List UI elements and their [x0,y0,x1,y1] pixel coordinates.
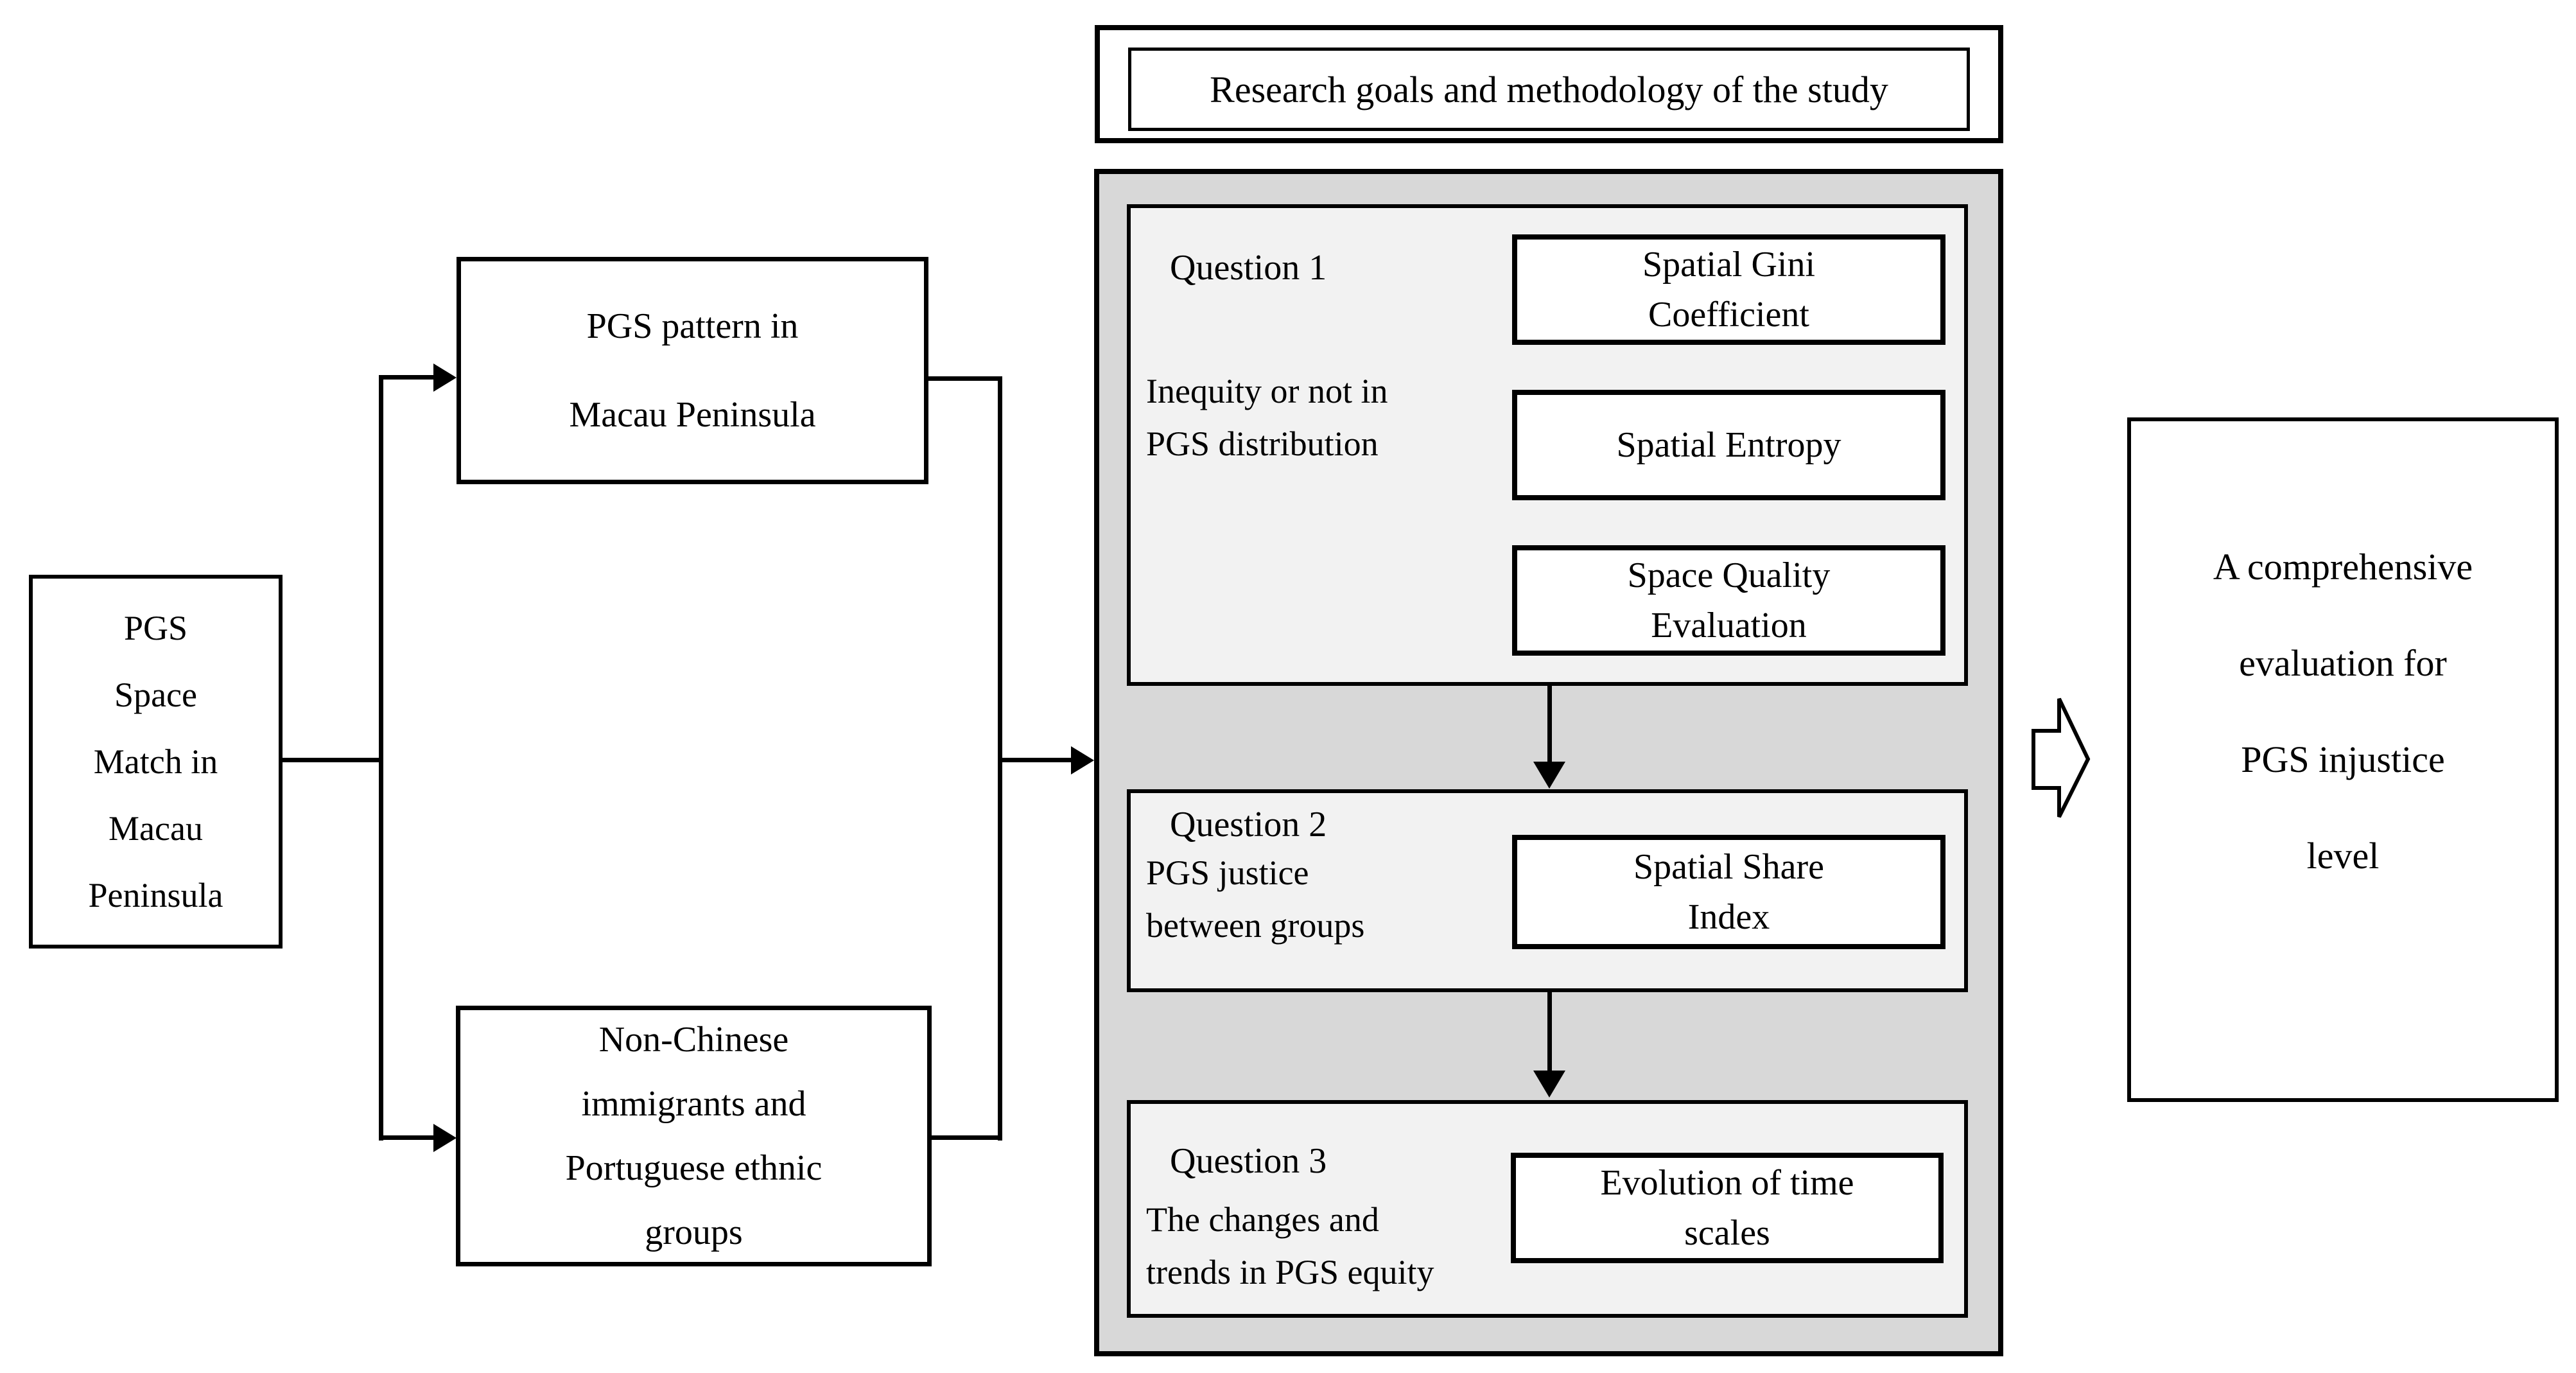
to-topbox-arrowhead-icon [433,363,457,392]
method-box-spatial-gini: Spatial Gini Coefficient [1512,234,1945,345]
non-chinese-immigrants-box: Non-Chinese immigrants and Portuguese et… [456,1006,932,1266]
question-3-description: The changes and trends in PGS equity [1146,1200,1434,1291]
question-3-label: Question 3 [1170,1141,1327,1181]
time-evolution-label: Evolution of time scales [1600,1163,1854,1253]
title-box: Research goals and methodology of the st… [1128,48,1970,131]
spatial-entropy-label: Spatial Entropy [1616,425,1841,465]
leftbox-out-line [283,758,383,762]
pgs-pattern-label: PGS pattern in Macau Peninsula [569,306,816,435]
q2-q3-connector-line [1547,992,1552,1073]
pgs-pattern-box: PGS pattern in Macau Peninsula [457,257,928,484]
non-chinese-immigrants-label: Non-Chinese immigrants and Portuguese et… [565,1020,822,1252]
q1-q2-down-arrowhead-icon [1533,762,1565,789]
to-botbox-line [379,1135,433,1140]
pgs-space-match-label: PGS Space Match in Macau Peninsula [88,609,223,914]
question-1-label: Question 1 [1170,248,1327,288]
to-botbox-arrowhead-icon [433,1124,457,1152]
question-2-label: Question 2 [1170,805,1327,844]
method-box-time-evolution: Evolution of time scales [1511,1153,1944,1263]
question-2-description: PGS justice between groups [1146,853,1365,945]
question-1-description: Inequity or not in PGS distribution [1146,372,1388,463]
botbox-out-line [932,1135,1002,1140]
pgs-space-match-box: PGS Space Match in Macau Peninsula [29,575,283,949]
q1-q2-connector-line [1547,686,1552,764]
to-container-line [998,758,1072,762]
comprehensive-evaluation-label: A comprehensive evaluation for PGS injus… [2213,546,2473,877]
topbox-out-line [927,376,1002,381]
spatial-share-label: Spatial Share Index [1633,847,1825,937]
method-box-space-quality: Space Quality Evaluation [1512,545,1945,656]
q2-q3-down-arrowhead-icon [1533,1071,1565,1098]
hollow-right-arrow-icon [2029,694,2093,825]
to-container-arrowhead-icon [1071,746,1094,774]
to-topbox-line [379,375,433,380]
split-vertical-line [379,375,383,1141]
space-quality-label: Space Quality Evaluation [1627,555,1831,645]
diagram-title: Research goals and methodology of the st… [1210,68,1888,110]
comprehensive-evaluation-box: A comprehensive evaluation for PGS injus… [2127,417,2559,1102]
method-box-spatial-share: Spatial Share Index [1512,835,1945,949]
method-box-spatial-entropy: Spatial Entropy [1512,390,1945,500]
spatial-gini-label: Spatial Gini Coefficient [1642,245,1816,335]
